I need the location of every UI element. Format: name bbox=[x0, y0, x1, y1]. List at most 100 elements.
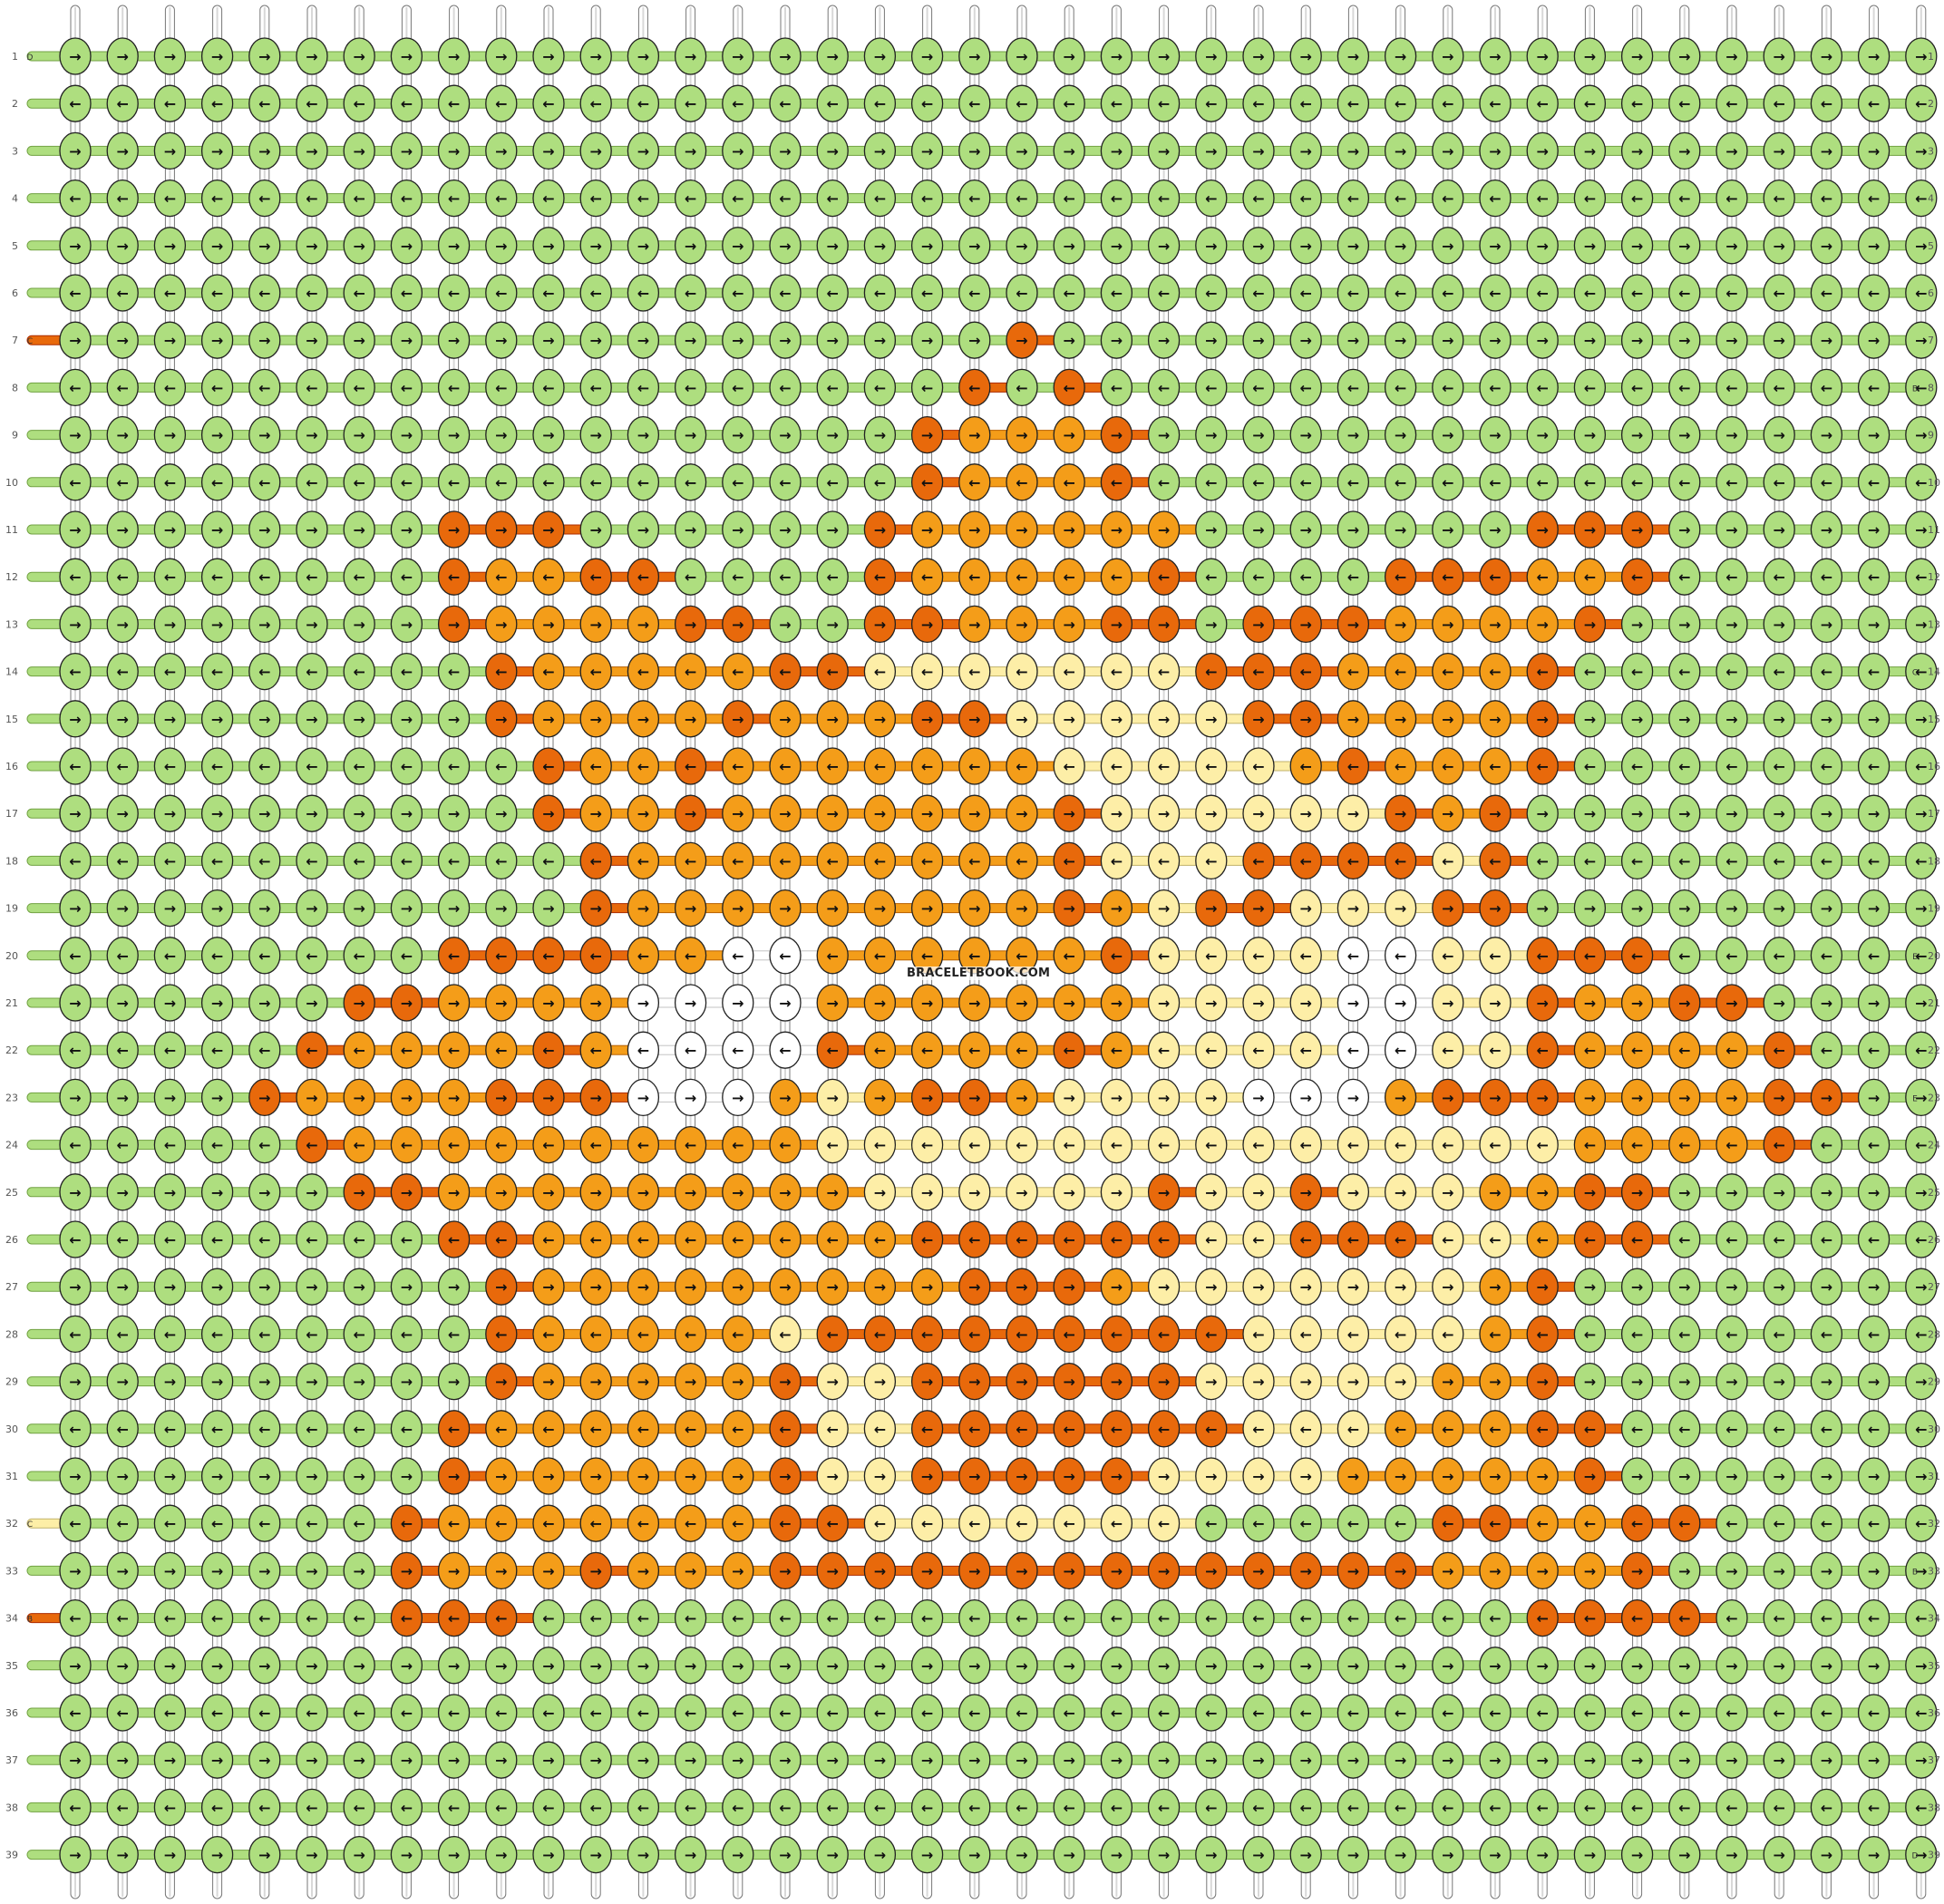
arrow-left-icon: ← bbox=[306, 852, 317, 869]
arrow-right-icon: → bbox=[116, 521, 128, 539]
arrow-left-icon: ← bbox=[685, 947, 696, 965]
arrow-left-icon: ← bbox=[448, 852, 460, 869]
arrow-right-icon: → bbox=[495, 711, 507, 728]
arrow-right-icon: → bbox=[1347, 1657, 1359, 1675]
arrow-left-icon: ← bbox=[1868, 568, 1880, 586]
arrow-right-icon: → bbox=[1299, 1847, 1311, 1864]
arrow-left-icon: ← bbox=[685, 664, 696, 681]
arrow-left-icon: ← bbox=[732, 1042, 744, 1059]
arrow-left-icon: ← bbox=[164, 1515, 176, 1532]
arrow-right-icon: → bbox=[1395, 142, 1406, 160]
arrow-right-icon: → bbox=[353, 238, 364, 255]
arrow-right-icon: → bbox=[1016, 1278, 1027, 1296]
arrow-right-icon: → bbox=[1063, 1657, 1074, 1675]
arrow-right-icon: → bbox=[1395, 1752, 1406, 1769]
arrow-left-icon: ← bbox=[1016, 474, 1027, 491]
arrow-right-icon: → bbox=[1395, 995, 1406, 1012]
arrow-left-icon: ← bbox=[1442, 1515, 1453, 1532]
arrow-right-icon: → bbox=[401, 1847, 413, 1864]
arrow-right-icon: → bbox=[1725, 142, 1737, 160]
arrow-right-icon: → bbox=[258, 1468, 270, 1485]
arrow-left-icon: ← bbox=[1773, 1610, 1784, 1627]
arrow-left-icon: ← bbox=[685, 190, 696, 208]
arrow-left-icon: ← bbox=[968, 1705, 980, 1722]
arrow-left-icon: ← bbox=[1158, 474, 1170, 491]
arrow-right-icon: → bbox=[1158, 142, 1170, 160]
arrow-left-icon: ← bbox=[1442, 1799, 1453, 1816]
arrow-right-icon: → bbox=[779, 521, 791, 539]
arrow-left-icon: ← bbox=[589, 1799, 601, 1816]
arrow-right-icon: → bbox=[1915, 1374, 1927, 1391]
arrow-left-icon: ← bbox=[1347, 1042, 1359, 1059]
arrow-right-icon: → bbox=[921, 900, 933, 918]
arrow-right-icon: → bbox=[1725, 1184, 1737, 1201]
arrow-left-icon: ← bbox=[1395, 1042, 1406, 1059]
arrow-right-icon: → bbox=[116, 1374, 128, 1391]
arrow-left-icon: ← bbox=[1442, 852, 1453, 869]
arrow-left-icon: ← bbox=[1631, 95, 1643, 112]
arrow-right-icon: → bbox=[495, 805, 507, 822]
arrow-right-icon: → bbox=[164, 1468, 176, 1485]
arrow-right-icon: → bbox=[1584, 900, 1596, 918]
arrow-left-icon: ← bbox=[401, 1326, 413, 1343]
arrow-right-icon: → bbox=[542, 1752, 554, 1769]
row-number-right: 26 bbox=[1928, 1234, 1940, 1246]
arrow-left-icon: ← bbox=[306, 474, 317, 491]
row-number-right: 25 bbox=[1928, 1187, 1940, 1199]
arrow-right-icon: → bbox=[1631, 1657, 1643, 1675]
arrow-left-icon: ← bbox=[685, 758, 696, 775]
arrow-left-icon: ← bbox=[1678, 568, 1690, 586]
arrow-left-icon: ← bbox=[1252, 664, 1264, 681]
arrow-right-icon: → bbox=[1489, 332, 1501, 349]
arrow-left-icon: ← bbox=[542, 474, 554, 491]
row-number-left: 29 bbox=[5, 1376, 18, 1388]
arrow-right-icon: → bbox=[1111, 1847, 1123, 1864]
arrow-right-icon: → bbox=[211, 1278, 223, 1296]
arrow-right-icon: → bbox=[164, 1089, 176, 1106]
arrow-right-icon: → bbox=[353, 1374, 364, 1391]
arrow-right-icon: → bbox=[1252, 1374, 1264, 1391]
arrow-right-icon: → bbox=[1158, 1374, 1170, 1391]
arrow-right-icon: → bbox=[1536, 1657, 1548, 1675]
arrow-left-icon: ← bbox=[826, 95, 838, 112]
arrow-right-icon: → bbox=[164, 1847, 176, 1864]
arrow-left-icon: ← bbox=[732, 1137, 744, 1154]
arrow-right-icon: → bbox=[685, 332, 696, 349]
thread-letter-left: B bbox=[27, 1616, 33, 1625]
arrow-left-icon: ← bbox=[1347, 379, 1359, 396]
arrow-left-icon: ← bbox=[1725, 947, 1737, 965]
arrow-left-icon: ← bbox=[732, 1421, 744, 1438]
arrow-left-icon: ← bbox=[116, 1799, 128, 1816]
arrow-left-icon: ← bbox=[1299, 1705, 1311, 1722]
arrow-left-icon: ← bbox=[1678, 379, 1690, 396]
arrow-right-icon: → bbox=[779, 427, 791, 444]
arrow-right-icon: → bbox=[1111, 142, 1123, 160]
arrow-right-icon: → bbox=[542, 711, 554, 728]
arrow-right-icon: → bbox=[1111, 995, 1123, 1012]
arrow-right-icon: → bbox=[1584, 1184, 1596, 1201]
arrow-left-icon: ← bbox=[779, 1705, 791, 1722]
arrow-left-icon: ← bbox=[211, 664, 223, 681]
arrow-left-icon: ← bbox=[1252, 1042, 1264, 1059]
arrow-left-icon: ← bbox=[1016, 285, 1027, 302]
arrow-left-icon: ← bbox=[1678, 947, 1690, 965]
arrow-right-icon: → bbox=[685, 1657, 696, 1675]
arrow-right-icon: → bbox=[779, 142, 791, 160]
arrow-left-icon: ← bbox=[1631, 1421, 1643, 1438]
arrow-right-icon: → bbox=[1016, 1184, 1027, 1201]
arrow-right-icon: → bbox=[1915, 995, 1927, 1012]
arrow-left-icon: ← bbox=[1725, 568, 1737, 586]
arrow-left-icon: ← bbox=[1252, 1515, 1264, 1532]
arrow-left-icon: ← bbox=[1347, 568, 1359, 586]
arrow-left-icon: ← bbox=[1111, 474, 1123, 491]
row-number-right: 7 bbox=[1928, 335, 1934, 346]
arrow-right-icon: → bbox=[116, 1847, 128, 1864]
arrow-right-icon: → bbox=[448, 142, 460, 160]
arrow-left-icon: ← bbox=[1158, 1610, 1170, 1627]
arrow-right-icon: → bbox=[874, 1468, 886, 1485]
arrow-right-icon: → bbox=[874, 1847, 886, 1864]
arrow-right-icon: → bbox=[637, 142, 649, 160]
arrow-left-icon: ← bbox=[1536, 1137, 1548, 1154]
arrow-right-icon: → bbox=[258, 1847, 270, 1864]
arrow-right-icon: → bbox=[1584, 238, 1596, 255]
